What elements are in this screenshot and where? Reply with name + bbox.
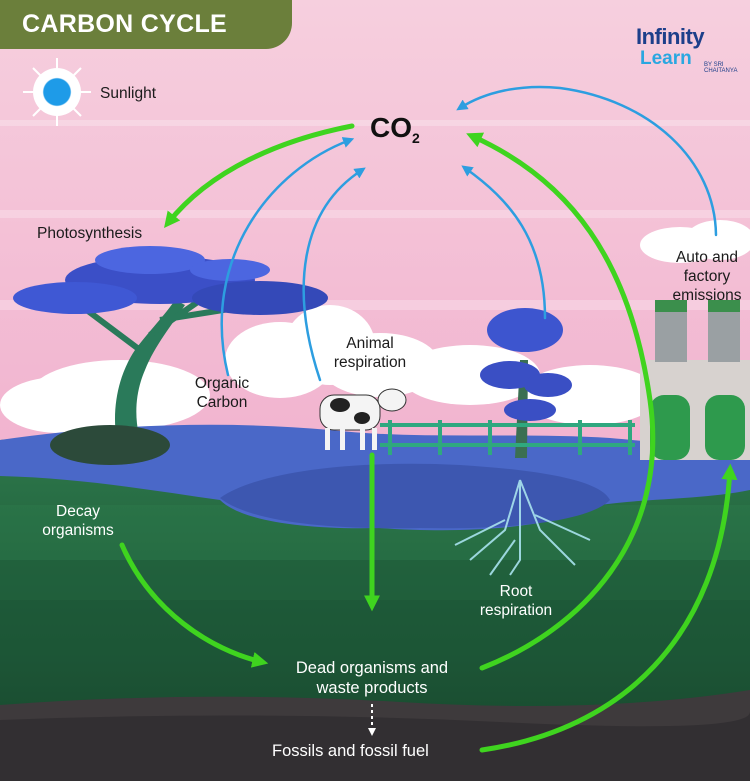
arrow-decay-to-dead-organisms bbox=[119, 542, 269, 668]
page-title: CARBON CYCLE bbox=[22, 10, 227, 38]
roots bbox=[454, 479, 591, 576]
emissions-label: Auto and factory emissions bbox=[672, 249, 742, 304]
sunlight-label: Sunlight bbox=[100, 85, 157, 102]
title-banner: CARBON CYCLE bbox=[0, 0, 292, 49]
dead-organisms-label: Dead organisms and waste products bbox=[295, 659, 449, 697]
arrow-root-respiration-to-co2 bbox=[461, 165, 547, 320]
organic-carbon-label: Organic Carbon bbox=[194, 375, 250, 411]
fence bbox=[380, 420, 635, 455]
decay-organisms-label: Decay organisms bbox=[42, 503, 114, 539]
green-arrows bbox=[119, 123, 738, 753]
photosynthesis-label: Photosynthesis bbox=[37, 225, 143, 242]
small-tree bbox=[480, 308, 572, 458]
animal-respiration-label: Animal respiration bbox=[333, 335, 407, 371]
sun-icon bbox=[23, 58, 91, 126]
factory bbox=[640, 300, 750, 460]
blue-arrows bbox=[220, 85, 718, 382]
large-tree bbox=[13, 246, 328, 465]
arrow-co2-to-photosynthesis bbox=[164, 123, 355, 229]
sky-stripes bbox=[0, 120, 750, 310]
clouds bbox=[0, 220, 750, 433]
arrow-organic-carbon-to-co2 bbox=[220, 137, 355, 377]
co2-label: CO2 bbox=[370, 112, 420, 146]
arrow-fossils-to-factory bbox=[479, 463, 738, 753]
cow bbox=[319, 388, 407, 450]
infinity-learn-logo: Infinity Learn BY SRI CHAITANYA bbox=[636, 18, 744, 74]
arrow-animal-respiration-to-co2 bbox=[302, 167, 366, 382]
arrow-dead-organisms-to-co2 bbox=[466, 132, 656, 671]
logo-tagline: BY SRI CHAITANYA bbox=[704, 62, 738, 74]
arrow-emissions-to-co2 bbox=[456, 85, 718, 237]
logo-line-1: Infinity bbox=[636, 24, 705, 49]
root-respiration-label: Root respiration bbox=[479, 583, 553, 619]
fossils-label: Fossils and fossil fuel bbox=[272, 742, 429, 760]
logo-line-2: Learn bbox=[640, 48, 692, 69]
